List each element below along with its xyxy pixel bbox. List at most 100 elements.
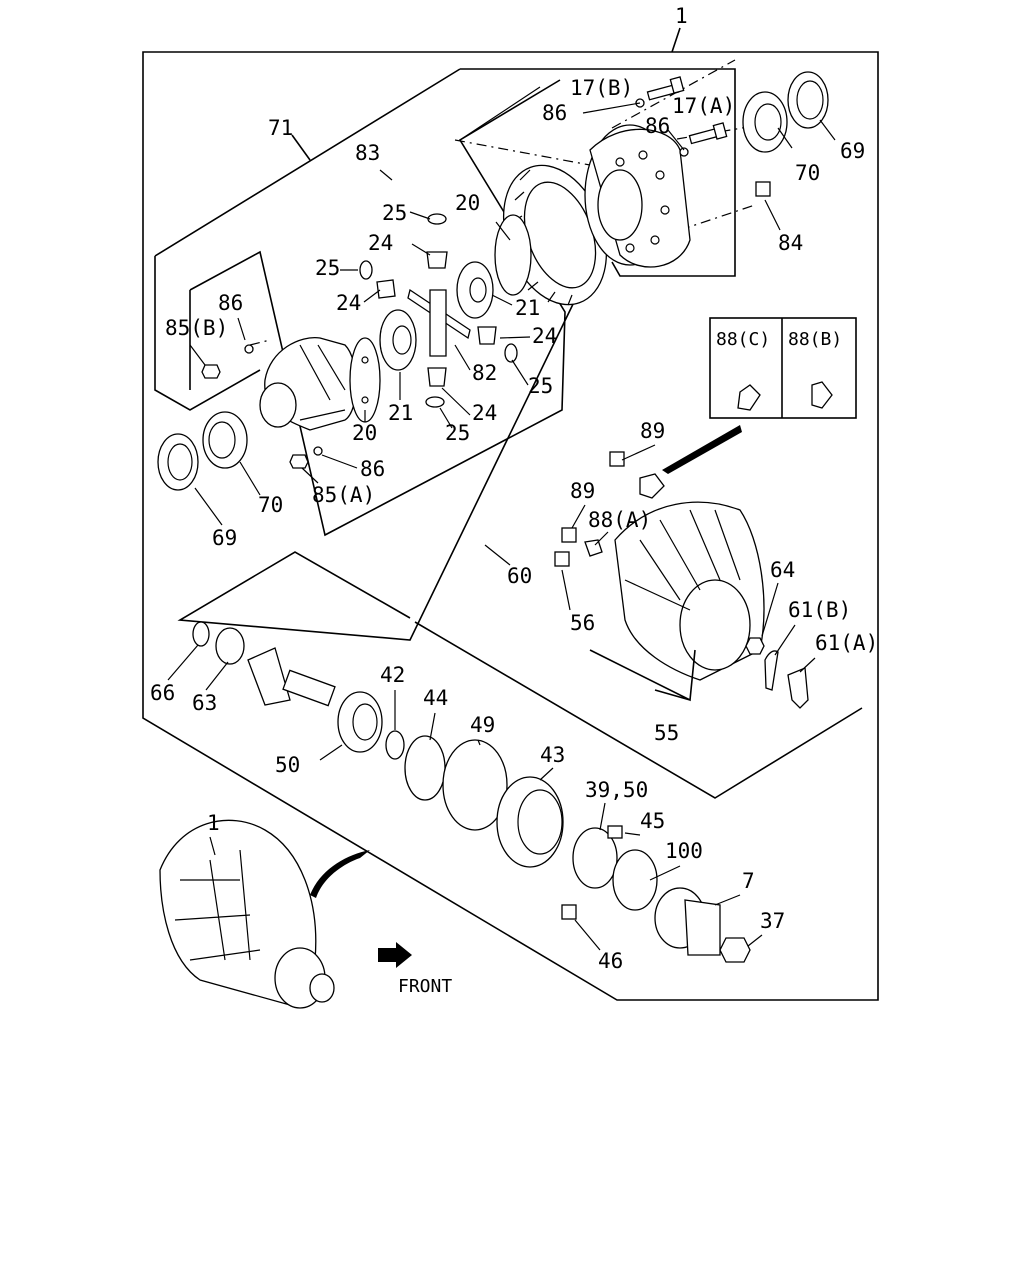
bolt-84 — [755, 181, 771, 197]
pinion-gear-24 — [376, 251, 497, 387]
callout-39-50: 39,50 — [585, 778, 648, 802]
callout-71: 71 — [268, 116, 293, 140]
callout-64: 64 — [770, 558, 795, 582]
callout-44: 44 — [423, 686, 448, 710]
callout-24: 24 — [336, 291, 361, 315]
callout-20: 20 — [352, 421, 377, 445]
bearing-70-right — [742, 91, 788, 153]
callout-86: 86 — [360, 457, 385, 481]
side-gear-21-right — [456, 261, 494, 319]
pointer-arrow — [310, 850, 370, 898]
callout-66: 66 — [150, 681, 175, 705]
callout-70: 70 — [258, 493, 283, 517]
thrust-washer-20-upper — [494, 214, 532, 296]
callout-49: 49 — [470, 713, 495, 737]
bolt-17a — [688, 122, 728, 145]
callout-69: 69 — [212, 526, 237, 550]
callout-69: 69 — [840, 139, 865, 163]
bearing-cage-43 — [496, 776, 564, 868]
adjuster-69-left — [157, 433, 199, 491]
nut-85a — [289, 454, 309, 469]
bolt-45 — [607, 825, 623, 839]
lock-plate-88a-upper — [639, 473, 665, 499]
front-label: FRONT — [398, 976, 452, 997]
washer-25 — [427, 213, 447, 225]
callout-60: 60 — [507, 564, 532, 588]
callout-63: 63 — [192, 691, 217, 715]
callout-25: 25 — [315, 256, 340, 280]
bearing-39-50 — [572, 827, 618, 889]
bearing-50 — [337, 691, 383, 753]
bolt-56 — [554, 551, 570, 567]
bolt-89b — [561, 527, 577, 543]
callout-25: 25 — [445, 421, 470, 445]
callout-24: 24 — [472, 401, 497, 425]
thrust-washer-20 — [349, 337, 381, 423]
callout-21: 21 — [515, 296, 540, 320]
oil-seal-100 — [612, 849, 658, 911]
assembly-outline — [142, 51, 879, 1001]
bearing-70-left — [202, 411, 248, 469]
nut-37 — [719, 937, 751, 963]
callout-82: 82 — [472, 361, 497, 385]
washer-86b — [679, 147, 689, 157]
callout-50: 50 — [275, 753, 300, 777]
callout-25: 25 — [382, 201, 407, 225]
callout-24: 24 — [368, 231, 393, 255]
callout-86: 86 — [218, 291, 243, 315]
nut-85b — [201, 364, 221, 379]
callout-24: 24 — [532, 324, 557, 348]
callout-7: 7 — [742, 869, 755, 893]
side-gear-21-left — [379, 309, 417, 371]
callout-56: 56 — [570, 611, 595, 635]
assembled-axle — [159, 819, 335, 1009]
front-arrow-icon — [378, 942, 412, 968]
callout-89: 89 — [570, 479, 595, 503]
callout-84: 84 — [778, 231, 803, 255]
bolt-89a — [609, 451, 625, 467]
bolt-17b — [646, 76, 685, 101]
callout-85b: 85(B) — [165, 316, 228, 340]
leader-71 — [291, 134, 311, 161]
callout-25: 25 — [528, 374, 553, 398]
adjuster-69-right — [787, 71, 829, 129]
callout-55: 55 — [654, 721, 679, 745]
bearing-63 — [215, 627, 245, 665]
callout-88a: 88(A) — [588, 508, 651, 532]
callout-70: 70 — [795, 161, 820, 185]
o-ring-44 — [404, 735, 446, 801]
nut-64 — [745, 637, 765, 655]
callout-42: 42 — [380, 663, 405, 687]
callout-1: 1 — [675, 4, 688, 28]
differential-case-half-lower — [259, 336, 357, 431]
callout-61b: 61(B) — [788, 598, 851, 622]
indicator-arrow — [662, 425, 742, 474]
callout-86: 86 — [645, 114, 670, 138]
bolt-46 — [561, 904, 577, 920]
lock-plate-box — [709, 317, 857, 419]
callout-86: 86 — [542, 101, 567, 125]
callout-46: 46 — [598, 949, 623, 973]
lock-plate-88a — [584, 539, 603, 557]
lock-61b — [764, 650, 779, 691]
spacer-42 — [385, 730, 405, 760]
callout-88b: 88(B) — [788, 329, 842, 350]
flange-7 — [654, 887, 721, 956]
callout-17a: 17(A) — [672, 94, 735, 118]
differential-case-half-upper — [584, 124, 691, 268]
callout-89: 89 — [640, 419, 665, 443]
leader-lines — [167, 86, 836, 951]
callout-45: 45 — [640, 809, 665, 833]
drive-pinion — [247, 647, 336, 707]
callout-83: 83 — [355, 141, 380, 165]
callout-88c: 88(C) — [716, 329, 770, 350]
callout-61a: 61(A) — [815, 631, 878, 655]
snap-ring-66 — [192, 621, 210, 647]
callout-85a: 85(A) — [312, 483, 375, 507]
callout-20: 20 — [455, 191, 480, 215]
callout-1: 1 — [207, 811, 220, 835]
callout-21: 21 — [388, 401, 413, 425]
callout-100: 100 — [665, 839, 703, 863]
